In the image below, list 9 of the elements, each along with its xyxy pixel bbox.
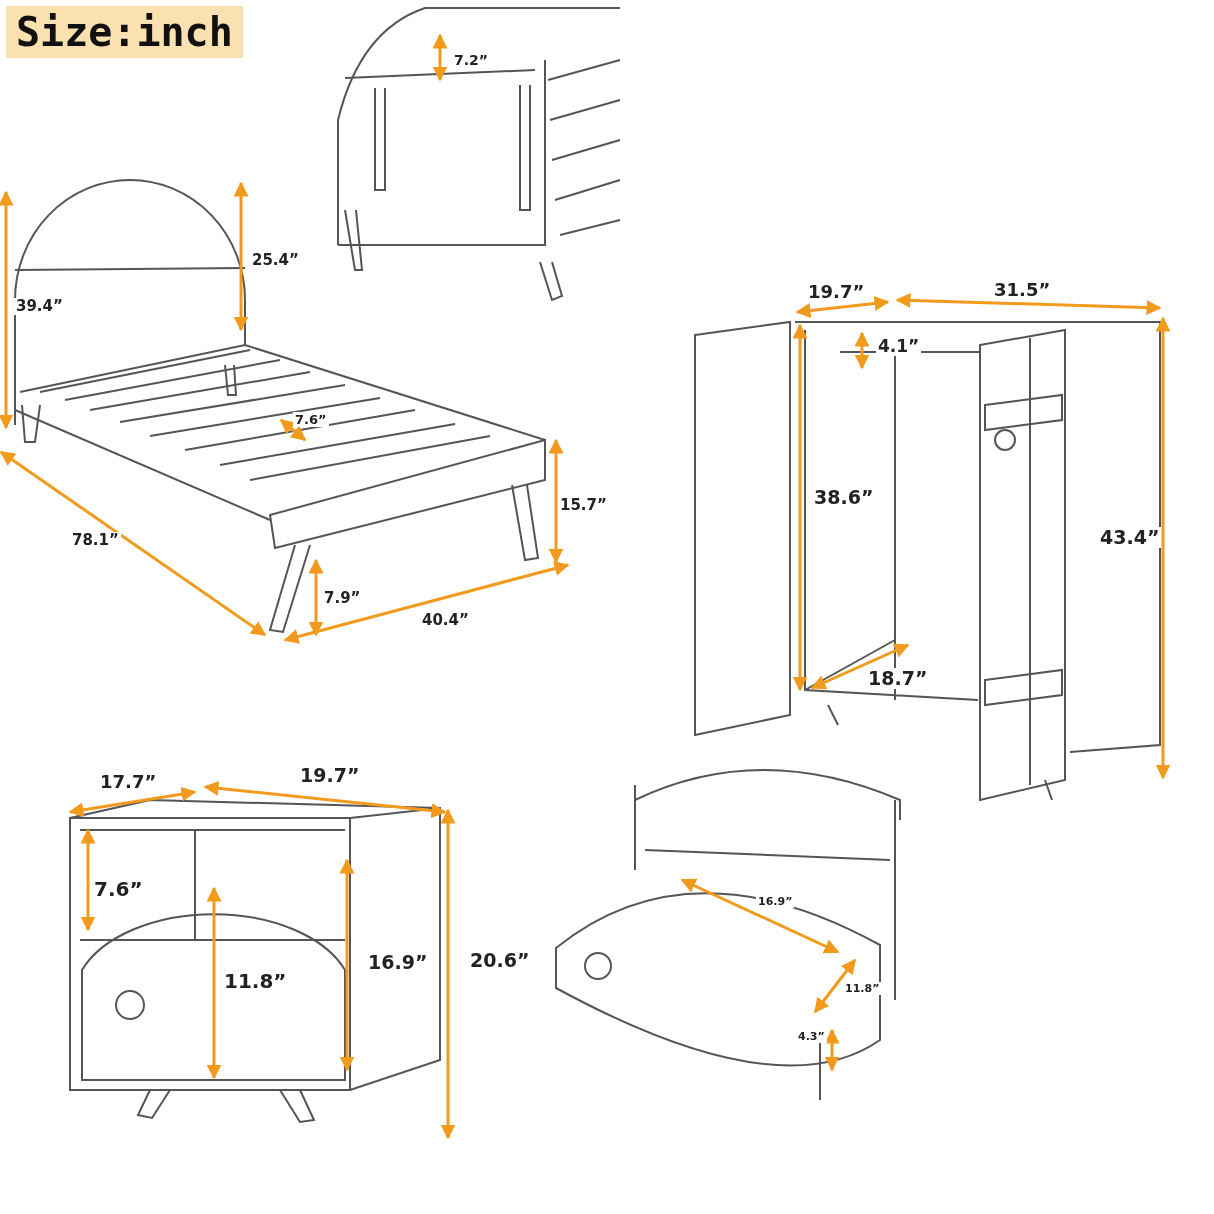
dimension-label: 7.2” xyxy=(452,52,490,68)
dimension-label: 4.3” xyxy=(796,1030,827,1043)
dimension-label: 11.8” xyxy=(843,982,882,995)
dimension-label: 16.9” xyxy=(756,895,795,908)
title-badge: Size:inch xyxy=(6,6,243,58)
dimension-label: 39.4” xyxy=(14,298,65,315)
dimension-label: 4.1” xyxy=(876,337,922,356)
dimension-label: 7.6” xyxy=(293,412,329,427)
dimension-label: 43.4” xyxy=(1098,527,1162,548)
